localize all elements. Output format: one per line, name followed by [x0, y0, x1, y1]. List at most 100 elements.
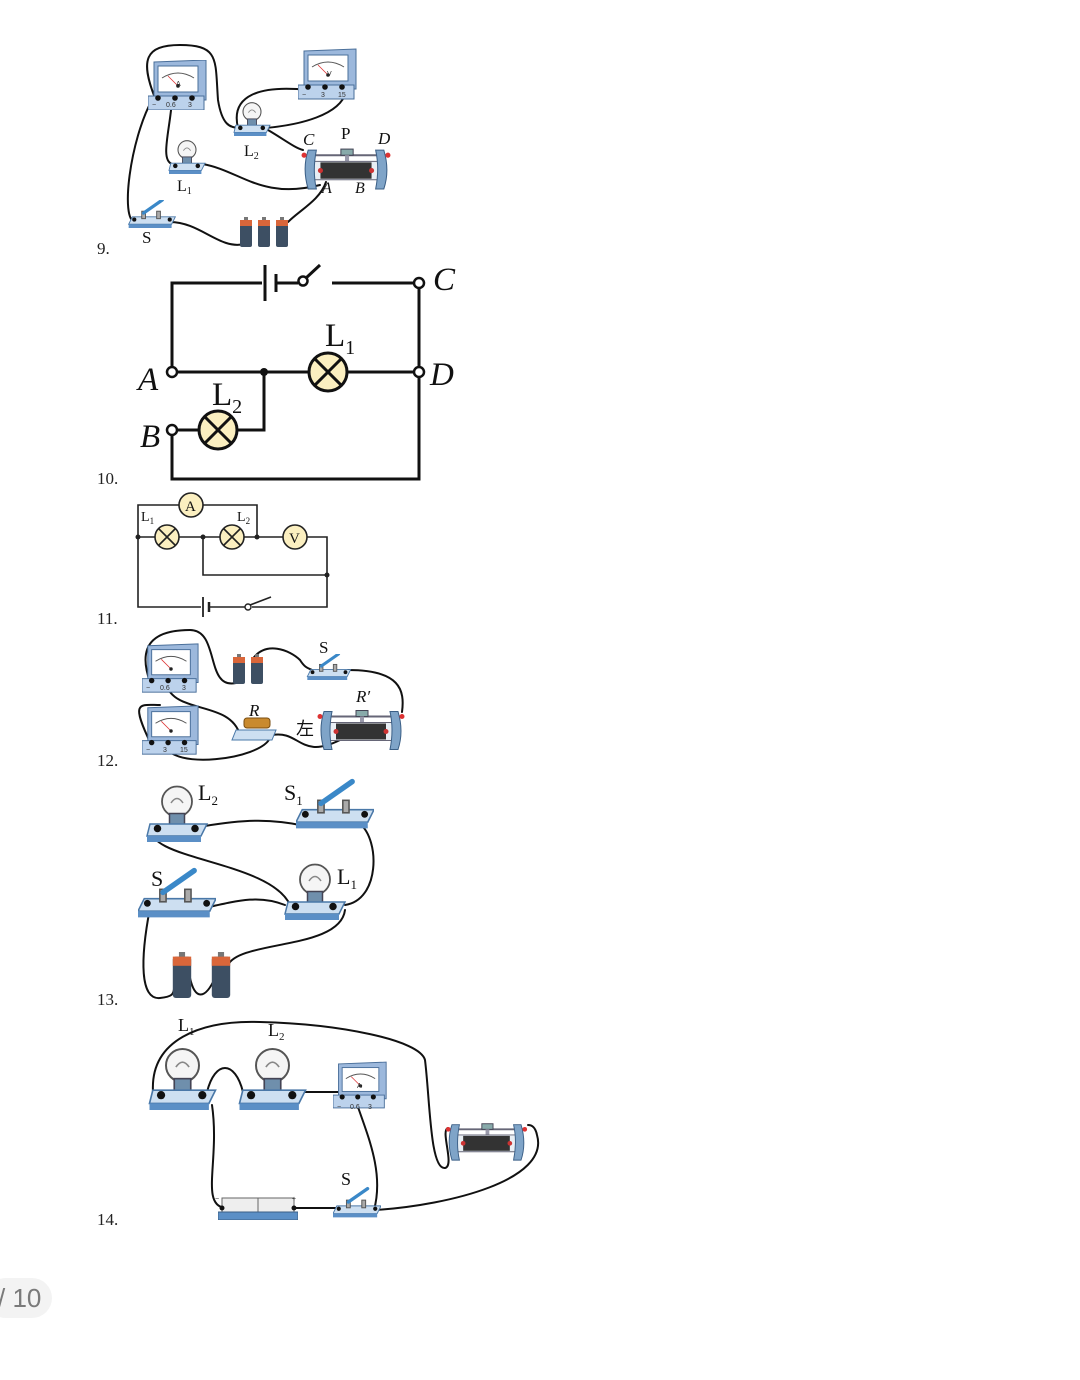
ammeter-terminal-0-6: 0.6 — [166, 102, 176, 109]
junction-dot — [200, 534, 206, 540]
page-indicator[interactable]: / 10 — [0, 1278, 52, 1318]
ammeter-terminal-0-6: 0.6 — [350, 1104, 360, 1111]
lamp-L2-symbol — [197, 409, 239, 451]
label-C: C — [303, 130, 315, 149]
figure-q12-physical-circuit: − 0.6 3 − 3 15 S R R′ 左 — [138, 628, 406, 761]
lamp-L1-symbol — [154, 524, 180, 550]
label-R: R — [248, 701, 260, 720]
battery-holder — [218, 1197, 298, 1220]
ammeter-terminal-neg: − — [337, 1104, 341, 1111]
switch-S — [138, 871, 216, 918]
switch-S — [128, 200, 176, 228]
ammeter-terminal-3: 3 — [188, 102, 192, 109]
label-D: D — [377, 129, 391, 148]
voltmeter — [142, 705, 199, 755]
ammeter-symbol: A — [176, 81, 181, 88]
terminal-A — [165, 365, 179, 379]
battery-cell — [233, 654, 245, 684]
switch-S1 — [296, 782, 374, 829]
ammeter-terminal-3: 3 — [182, 685, 186, 692]
label-C: C — [433, 262, 456, 298]
junction-dot — [254, 534, 260, 540]
ammeter-terminal-neg: − — [146, 685, 150, 692]
question-number-11: 11. — [97, 609, 118, 628]
voltmeter-symbol: V — [327, 71, 332, 78]
question-number-12: 12. — [97, 751, 118, 770]
rheostat — [444, 1122, 529, 1162]
voltmeter-symbol — [282, 524, 308, 550]
wires — [151, 1020, 540, 1211]
figure-q9-physical-circuit: A V − 0.6 3 − 3 15 L2 L1 C P D A B S — [126, 43, 392, 247]
label-L1: L1 — [141, 510, 154, 526]
ammeter-label: A — [185, 499, 196, 515]
terminal-C — [412, 276, 426, 290]
lamp-L1 — [283, 863, 347, 920]
question-number-9: 9. — [97, 239, 110, 258]
label-S1: S1 — [284, 780, 303, 808]
label-A: A — [136, 362, 159, 398]
battery-cell — [240, 217, 252, 247]
battery-plus: + — [292, 1196, 296, 1203]
junction-dot — [260, 368, 268, 376]
battery-cell — [258, 217, 270, 247]
label-S: S — [151, 866, 163, 891]
lamp-L2-symbol — [219, 524, 245, 550]
question-number-14: 14. — [97, 1210, 118, 1229]
label-L2: L2 — [244, 143, 259, 162]
figure-q10-schematic: C D A B L1 L2 — [136, 262, 456, 481]
label-P: P — [341, 124, 350, 143]
battery-cell — [276, 217, 288, 247]
voltmeter-label: V — [289, 531, 300, 547]
ammeter — [142, 643, 199, 693]
rheostat-R-prime — [316, 709, 406, 751]
resistor-R — [231, 717, 277, 741]
label-S: S — [142, 228, 151, 247]
label-L2: L2 — [268, 1020, 285, 1043]
figure-q13-physical-circuit: L2 S1 S L1 — [138, 780, 375, 1000]
switch-S — [306, 654, 352, 680]
figure-q14-physical-circuit: A − 0.6 3 − + L1 L2 S — [148, 1015, 540, 1220]
label-L1: L1 — [178, 1015, 195, 1038]
switch-blade — [304, 263, 322, 280]
question-number-10: 10. — [97, 469, 118, 488]
switch-blade — [249, 596, 272, 606]
ammeter-symbol — [178, 492, 204, 518]
label-S: S — [341, 1169, 351, 1189]
label-L1: L1 — [337, 864, 357, 892]
label-L2: L2 — [198, 780, 218, 808]
junction-dot — [135, 534, 141, 540]
battery-minus: − — [215, 1196, 219, 1203]
label-L2: L2 — [212, 377, 242, 418]
label-R-prime: R′ — [355, 687, 370, 706]
label-L2: L2 — [237, 510, 250, 526]
voltmeter-terminal-3: 3 — [321, 92, 325, 99]
label-S: S — [319, 638, 328, 657]
question-number-13: 13. — [97, 990, 118, 1009]
ammeter-terminal-neg: − — [152, 102, 156, 109]
label-B: B — [355, 180, 365, 197]
page-count: / 10 — [0, 1283, 42, 1313]
voltmeter-terminal-15: 15 — [180, 747, 188, 754]
junction-dot — [324, 572, 330, 578]
voltmeter-terminal-neg: − — [302, 92, 306, 99]
battery-cell — [211, 952, 231, 998]
switch-S — [333, 1186, 381, 1220]
battery-cell — [172, 952, 192, 998]
ammeter-symbol: A — [357, 1083, 362, 1090]
label-D: D — [429, 357, 454, 393]
rheostat — [300, 148, 392, 190]
lamp-L1-symbol — [307, 351, 349, 393]
switch-pivot — [297, 275, 309, 287]
terminal-B — [165, 423, 179, 437]
label-B: B — [140, 419, 160, 455]
label-L1: L1 — [325, 318, 355, 359]
terminal-D — [412, 365, 426, 379]
voltmeter-terminal-15: 15 — [338, 92, 346, 99]
lamp-L1 — [168, 140, 206, 174]
switch-pivot — [244, 603, 252, 611]
ammeter-terminal-0-6: 0.6 — [160, 685, 170, 692]
battery-cell — [251, 654, 263, 684]
label-L1: L1 — [177, 178, 192, 197]
label-A: A — [321, 180, 332, 197]
